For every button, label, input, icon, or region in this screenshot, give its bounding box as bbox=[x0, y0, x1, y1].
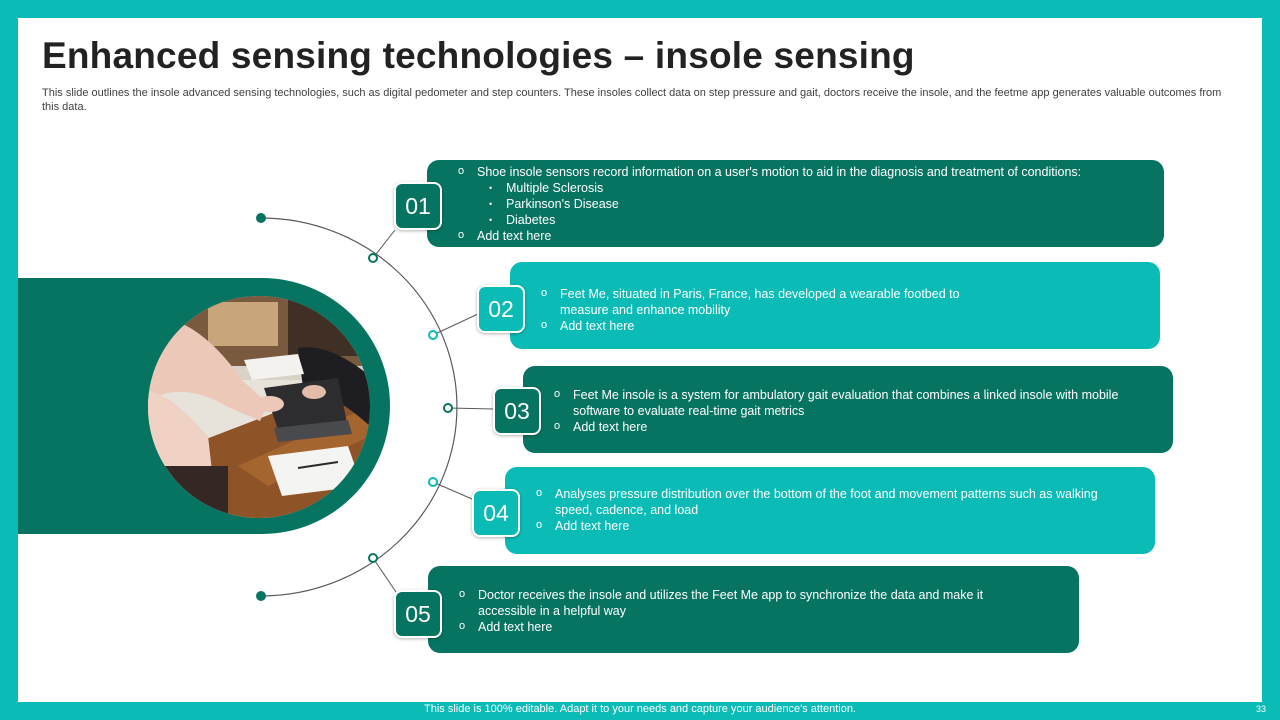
step-01-sub-bullet: Diabetes bbox=[487, 212, 1144, 228]
step-01-bullet: Add text here bbox=[458, 227, 1144, 244]
connector-node-01 bbox=[368, 253, 378, 263]
step-badge-02: 02 bbox=[477, 285, 525, 333]
connector-node-02 bbox=[428, 330, 438, 340]
connector-line-02 bbox=[432, 313, 479, 336]
step-05-bullets: Doctor receives the insole and utilizes … bbox=[459, 586, 1019, 635]
connector-line-01 bbox=[372, 229, 396, 259]
footer-note: This slide is 100% editable. Adapt it to… bbox=[424, 703, 856, 715]
step-02-bullets: Feet Me, situated in Paris, France, has … bbox=[541, 285, 991, 334]
step-card-04: Analyses pressure distribution over the … bbox=[505, 467, 1155, 554]
connector-node-05 bbox=[368, 553, 378, 563]
step-badge-01: 01 bbox=[394, 182, 442, 230]
connector-line-03 bbox=[447, 407, 495, 410]
slide-subtitle: This slide outlines the insole advanced … bbox=[42, 87, 1222, 113]
step-03-bullet: Add text here bbox=[554, 418, 1153, 435]
step-02-bullet: Feet Me, situated in Paris, France, has … bbox=[541, 285, 991, 318]
step-01-sub-bullet: Multiple Sclerosis bbox=[487, 180, 1144, 196]
step-04-bullet: Add text here bbox=[536, 517, 1135, 534]
step-01-bullets: Shoe insole sensors record information o… bbox=[458, 163, 1144, 180]
connector-node-03 bbox=[443, 403, 453, 413]
step-card-03: Feet Me insole is a system for ambulator… bbox=[523, 366, 1173, 453]
connector-line-04 bbox=[432, 481, 473, 500]
step-01-bullet: Shoe insole sensors record information o… bbox=[458, 163, 1144, 180]
step-badge-03: 03 bbox=[493, 387, 541, 435]
arc-end-dot-top bbox=[256, 213, 266, 223]
step-01-sub-bullet: Parkinson's Disease bbox=[487, 196, 1144, 212]
slide-title: Enhanced sensing technologies – insole s… bbox=[42, 35, 915, 76]
step-04-bullets: Analyses pressure distribution over the … bbox=[536, 485, 1135, 534]
step-card-02: Feet Me, situated in Paris, France, has … bbox=[510, 262, 1160, 349]
step-05-bullet: Doctor receives the insole and utilizes … bbox=[459, 586, 1019, 619]
connector-line-05 bbox=[372, 557, 397, 593]
step-05-bullet: Add text here bbox=[459, 618, 1019, 635]
step-card-05: Doctor receives the insole and utilizes … bbox=[428, 566, 1079, 653]
step-02-bullet: Add text here bbox=[541, 317, 991, 334]
step-01-sub-bullets: Multiple Sclerosis Parkinson's Disease D… bbox=[477, 180, 1144, 228]
step-badge-04: 04 bbox=[472, 489, 520, 537]
step-03-bullets: Feet Me insole is a system for ambulator… bbox=[554, 386, 1153, 435]
step-03-bullet: Feet Me insole is a system for ambulator… bbox=[554, 386, 1153, 419]
step-card-01: Shoe insole sensors record information o… bbox=[427, 160, 1164, 247]
step-04-bullet: Analyses pressure distribution over the … bbox=[536, 485, 1135, 518]
arc-end-dot-bottom bbox=[256, 591, 266, 601]
timeline-arc bbox=[260, 217, 458, 597]
step-badge-05: 05 bbox=[394, 590, 442, 638]
slide-canvas: Enhanced sensing technologies – insole s… bbox=[18, 18, 1262, 702]
page-number: 33 bbox=[1255, 704, 1266, 714]
connector-node-04 bbox=[428, 477, 438, 487]
